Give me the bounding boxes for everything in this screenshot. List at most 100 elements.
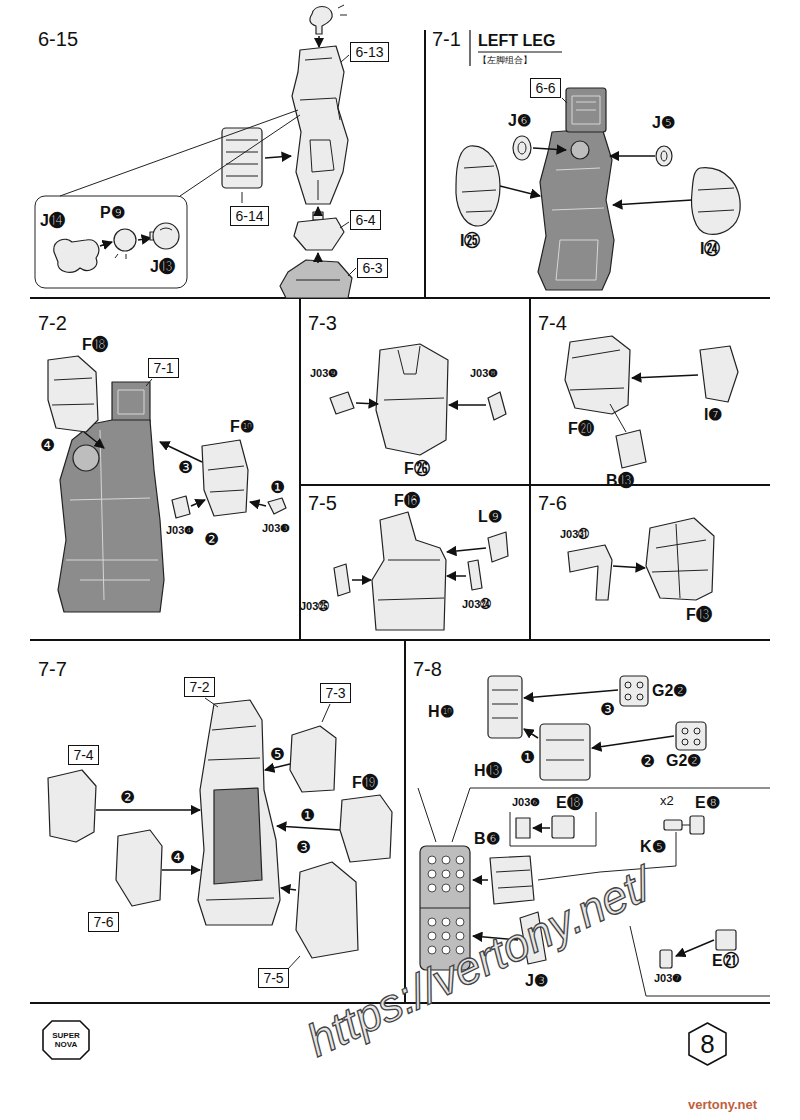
step-heading: 7-1: [432, 28, 461, 51]
step-7-8-illustration-part-part: [456, 884, 464, 892]
step-7-8-illustration-part: [524, 690, 618, 698]
step-6-15-illustration-part: [292, 46, 348, 204]
step-6-15-illustration-part: [341, 55, 349, 62]
step-7-8-illustration-part: [716, 930, 736, 950]
part-label-small: J03❹: [166, 524, 194, 537]
step-6-15-illustration-part: [60, 110, 300, 196]
step-7-7-illustration-part: [322, 704, 330, 722]
step-7-8-illustration-part: [694, 739, 700, 745]
step-7-7-illustration-part: [265, 764, 290, 770]
step-7-8-illustration-part-part: [456, 932, 464, 940]
step-7-7-illustration-part: [281, 888, 296, 890]
step-7-1-illustration-part: [661, 151, 667, 161]
step-7-2-illustration-part: [84, 432, 104, 448]
step-7-2-illustration-part: [48, 356, 98, 432]
part-label: F⓴: [568, 420, 594, 438]
step-6-15-illustration-part: [138, 238, 151, 240]
part-label: B❻: [474, 830, 500, 848]
part-label: F⓳: [352, 774, 378, 792]
part-label-small: J03㉔: [462, 598, 491, 611]
step-7-8-illustration-part: [492, 690, 518, 718]
step-7-7-illustration-part: [116, 830, 162, 906]
step-7-5-illustration-part: [352, 579, 371, 581]
step-7-7-illustration-part: [214, 788, 262, 884]
step-7-8-illustration-part: [473, 879, 488, 881]
step-heading: 7-8: [413, 658, 442, 681]
step-7-8-illustration-part: [533, 827, 550, 829]
step-7-7-illustration-part: [296, 862, 358, 958]
step-7-1-illustration-part: [656, 146, 672, 166]
step-7-8-illustration-part: [676, 940, 714, 956]
part-label: P❾: [100, 204, 125, 222]
step-6-15-illustration-part: [54, 239, 99, 272]
node-text: 7-3: [325, 685, 345, 701]
step-7-2-illustration-part: [172, 496, 190, 518]
part-label: B⓭: [606, 472, 634, 490]
step-7-5-illustration-part: [372, 512, 446, 630]
step-7-8-illustration-part: [682, 728, 688, 734]
step-7-1-illustration-part: [552, 168, 604, 280]
step-7-8-illustration-part-part: [456, 856, 464, 864]
step-7-7-illustration-part: [340, 795, 392, 862]
page-number: 8: [688, 1022, 727, 1066]
step-7-5-illustration-part: [334, 564, 350, 596]
step-heading: 7-7: [38, 658, 67, 681]
node-text: 7-1: [153, 360, 173, 376]
subassembly-ref-box: 7-3: [320, 683, 351, 703]
step-7-2-illustration-part: [191, 500, 205, 506]
step-7-4-illustration-part: [700, 346, 738, 402]
step-7-1-illustration-part: [692, 168, 741, 235]
step-7-5-illustration-part: [488, 532, 508, 562]
part-label-small: J03㉛: [560, 528, 589, 541]
step-7-8-illustration-part: [592, 736, 674, 748]
step-7-3-illustration: [330, 344, 506, 455]
subassembly-ref-box: 6-4: [350, 210, 381, 230]
outline-shape: [43, 1021, 89, 1059]
step-order-number: ❹: [170, 848, 185, 868]
step-7-1-illustration-part: [538, 128, 614, 290]
outline-shape: [689, 1023, 726, 1065]
part-label-small: J03❾: [310, 367, 338, 380]
part-label-small: J03❼: [654, 972, 682, 985]
step-7-5-illustration-part: [378, 560, 444, 600]
part-label: I❼: [704, 406, 722, 424]
node-text: 7-6: [93, 914, 113, 930]
step-7-3-illustration-part: [449, 404, 486, 406]
step-7-1-illustration-part: [566, 88, 606, 132]
step-order-number: ❷: [120, 788, 135, 808]
part-label: F⓭: [686, 606, 712, 624]
step-7-4-illustration-part: [616, 430, 646, 468]
step-order-number: ❶: [270, 478, 285, 498]
step-7-2-illustration-part: [52, 378, 94, 405]
step-6-15-illustration-part: [300, 58, 340, 200]
step-7-3-illustration-part: [330, 392, 354, 414]
step-heading: 7-5: [308, 492, 337, 515]
part-label: J❸: [525, 972, 548, 990]
step-7-3-illustration-part: [488, 392, 506, 420]
step-order-number: ❸: [600, 700, 615, 720]
step-7-2-illustration-part: [73, 445, 99, 471]
step-6-15-illustration-part: [115, 254, 126, 259]
part-label: E❽: [695, 794, 720, 812]
step-7-1-illustration-part: [462, 166, 496, 212]
step-7-8-illustration-part: [690, 816, 704, 834]
step-6-15-illustration-part: [153, 223, 179, 249]
step-7-8-illustration-part: [524, 729, 538, 738]
node-text: 8: [700, 1030, 714, 1058]
step-7-8-illustration-part: [510, 812, 596, 846]
step-7-2-illustration: [48, 356, 286, 612]
step-order-number: ❷: [204, 530, 219, 550]
step-7-1-illustration-part: [572, 96, 600, 124]
step-6-15-illustration-part: [294, 218, 344, 250]
part-label: L❾: [478, 508, 502, 526]
step-7-8-illustration-part-part: [442, 918, 450, 926]
step-7-2-illustration-part: [202, 440, 248, 516]
step-7-1-illustration-part: [518, 142, 526, 154]
step-6-15-illustration-part: [114, 229, 136, 251]
step-7-2-illustration-part: [250, 502, 266, 506]
step-order-number: ❺: [270, 745, 285, 765]
step-7-6-illustration: [568, 518, 714, 600]
node-text: 6-13: [355, 44, 383, 60]
step-heading: 7-3: [308, 312, 337, 335]
